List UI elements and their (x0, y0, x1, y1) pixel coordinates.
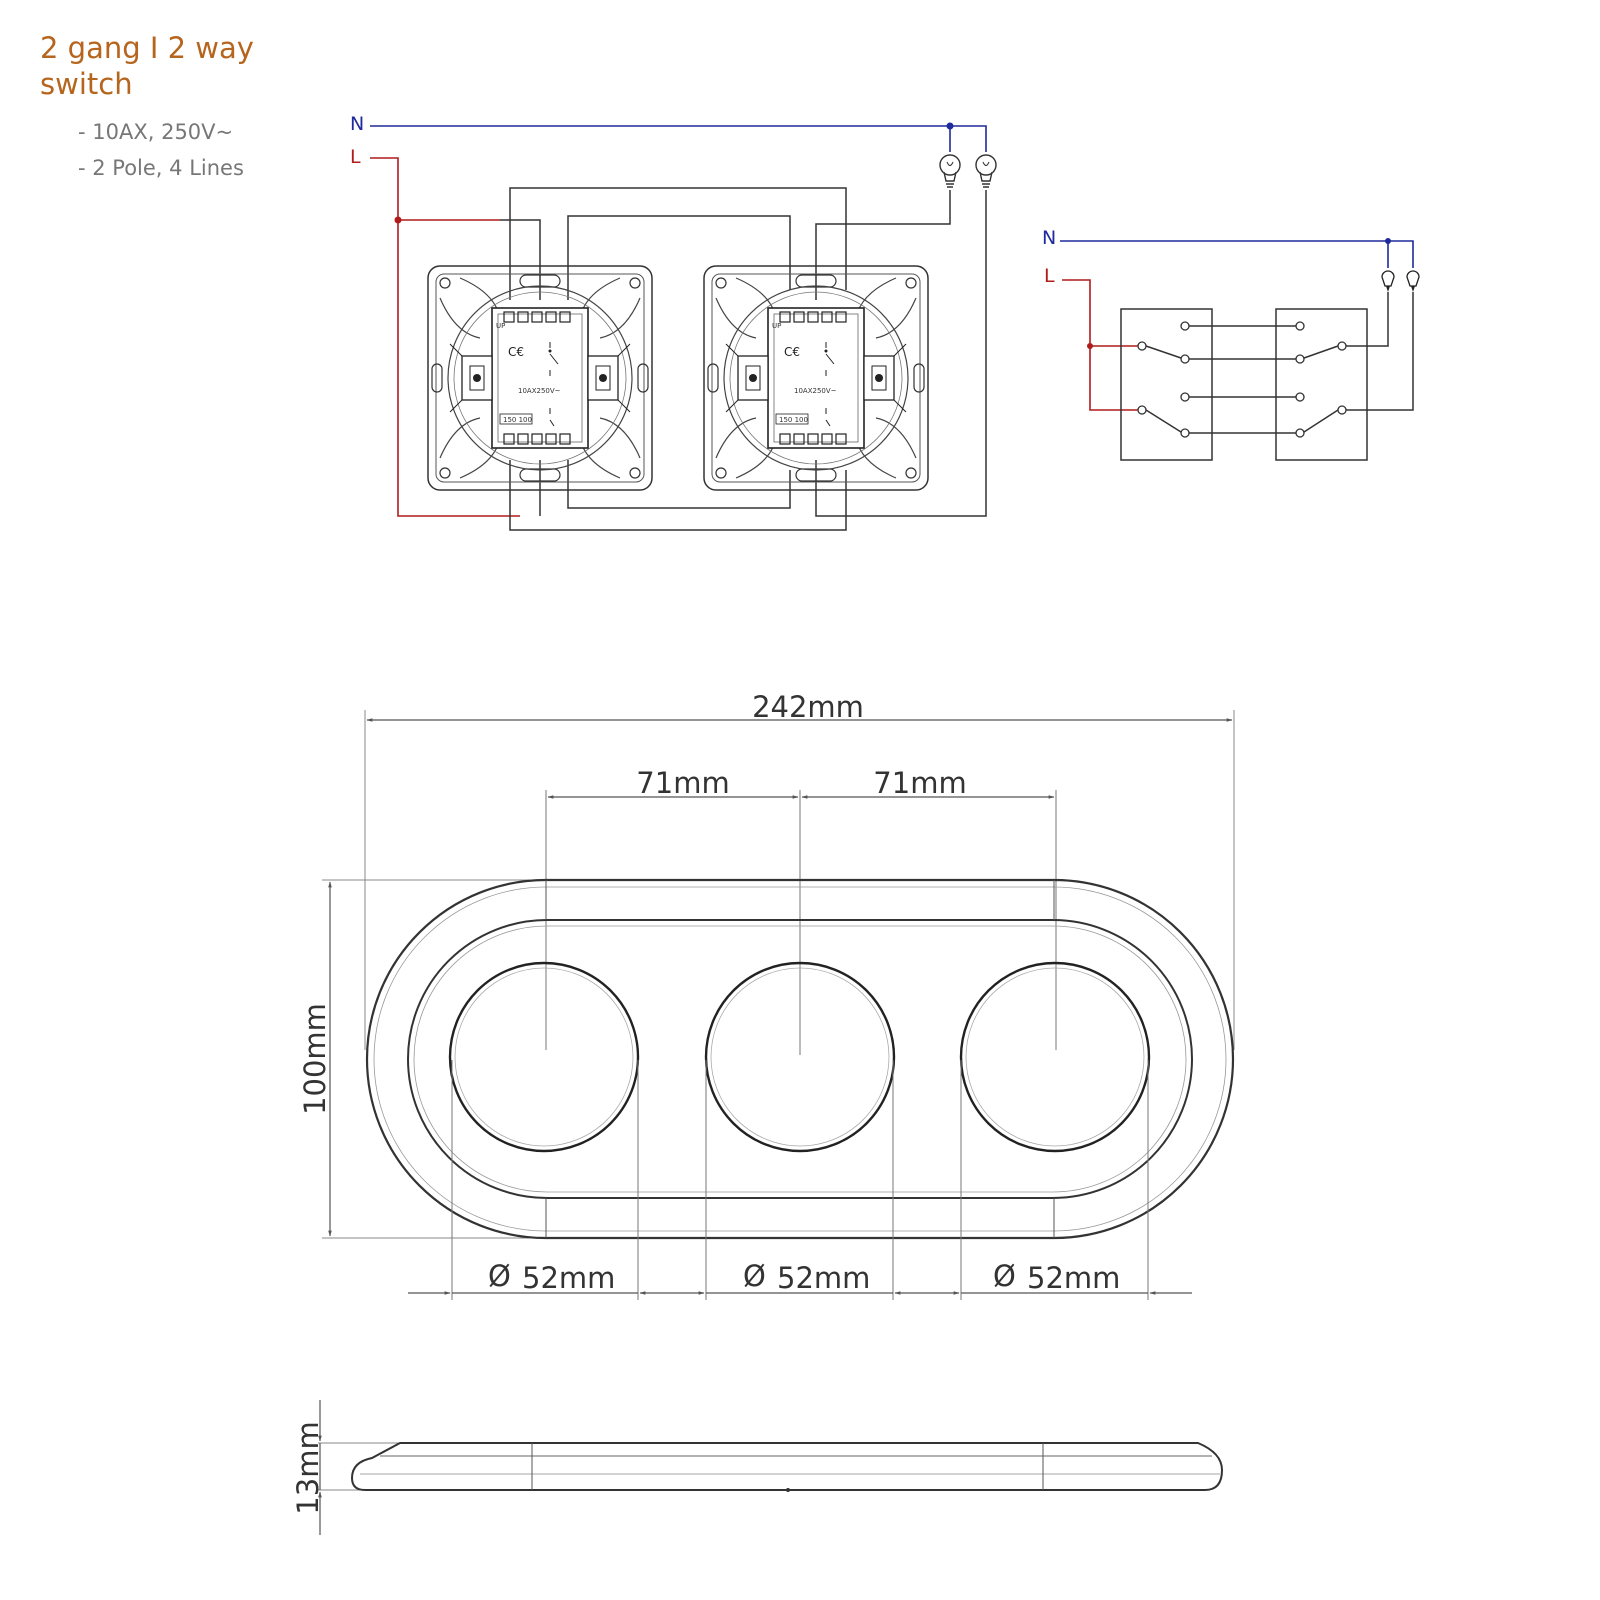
hole-diameter-3: 52mm (1027, 1261, 1120, 1295)
schematic-switch-box-2 (1275, 308, 1368, 461)
front-view-drawing: 242mm 71mm 71mm 100mm (298, 690, 1235, 1300)
schematic-neutral-wire (1060, 240, 1414, 268)
diameter-symbol-2: Ø (743, 1259, 766, 1293)
diameter-label-1: Ø 52mm (488, 1259, 615, 1295)
side-view-drawing: 13mm (291, 1400, 1224, 1535)
neutral-wire (370, 125, 987, 152)
lamp-1-icon (939, 154, 961, 188)
schematic-live-label: L (1044, 265, 1055, 287)
spec-poles: - 2 Pole, 4 Lines (78, 156, 244, 180)
frame-inner-outline (407, 919, 1193, 1199)
product-title: 2 gang I 2 way switch (40, 30, 340, 102)
module-2-up-label: UP (772, 322, 781, 330)
spec-rating: - 10AX, 250V~ (78, 120, 234, 144)
module-1-rating: 10AX250V~ (518, 387, 561, 395)
diameter-symbol-1: Ø (488, 1259, 511, 1293)
product-title-line2: switch (40, 67, 133, 101)
schematic-diagram: N L (1042, 227, 1420, 461)
traveller-wires (500, 187, 987, 531)
height-label: 100mm (298, 1003, 332, 1115)
diameter-symbol-3: Ø (993, 1259, 1016, 1293)
thickness-label: 13mm (291, 1421, 325, 1514)
total-width-label: 242mm (752, 690, 864, 724)
schematic-lamp-2-icon (1406, 270, 1420, 293)
schematic-live-wire (1062, 279, 1138, 411)
frame-side-profile (350, 1442, 1224, 1491)
hole-diameter-1: 52mm (522, 1261, 615, 1295)
hole-diameter-2: 52mm (777, 1261, 870, 1295)
opening-2 (704, 961, 896, 1153)
module-1-up-label: UP (496, 322, 505, 330)
opening-1 (448, 961, 640, 1153)
spacing-right-label: 71mm (873, 766, 966, 800)
schematic-neutral-label: N (1042, 227, 1056, 249)
product-title-line1: 2 gang I 2 way (40, 31, 254, 65)
frame-outer-outline (365, 878, 1235, 1240)
module-1-code: 150 100 (503, 416, 532, 424)
neutral-junction (946, 122, 954, 130)
lamp-2-icon (975, 154, 997, 188)
diameter-label-2: Ø 52mm (743, 1259, 870, 1295)
wiring-live-label: L (350, 146, 361, 168)
module-2-rating: 10AX250V~ (794, 387, 837, 395)
spacing-left-label: 71mm (636, 766, 729, 800)
schematic-switch-box-1 (1120, 308, 1213, 461)
schematic-lamp-1-icon (1381, 270, 1395, 293)
live-junction (394, 216, 402, 224)
diameter-label-3: Ø 52mm (993, 1259, 1120, 1295)
wiring-diagram: N L 10AX250V~ 10AX250V~ UP UP (350, 113, 997, 531)
opening-3 (959, 961, 1151, 1153)
module-2-code: 150 100 (779, 416, 808, 424)
wiring-neutral-label: N (350, 113, 364, 135)
live-wire (370, 157, 520, 517)
